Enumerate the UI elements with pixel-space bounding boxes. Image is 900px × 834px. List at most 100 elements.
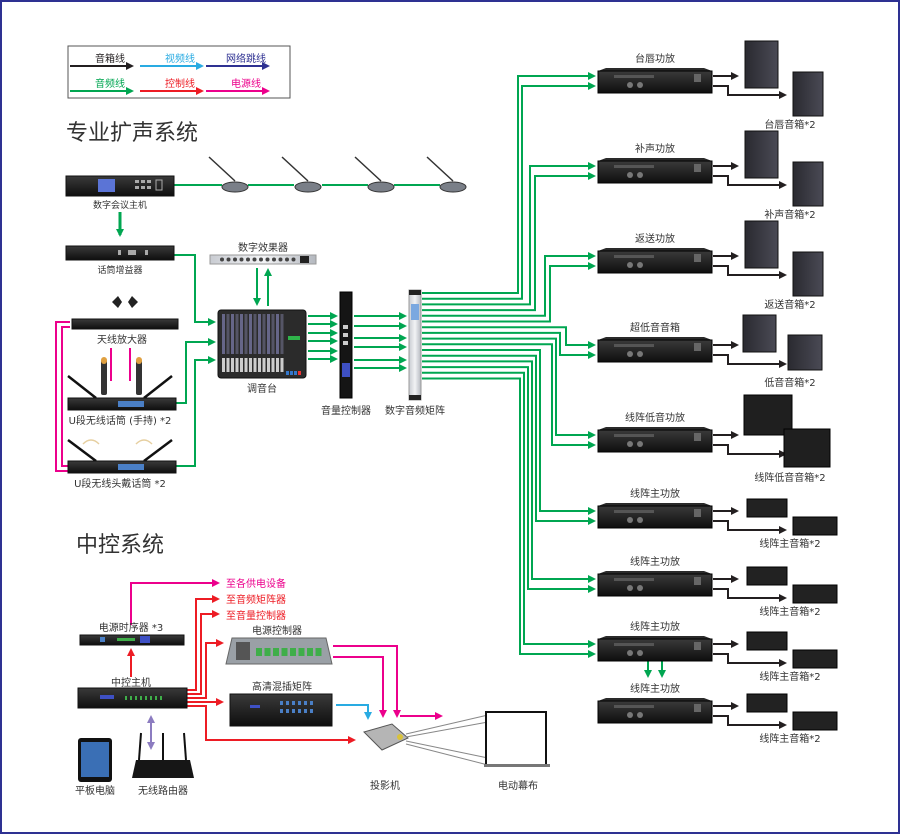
channel-strip <box>276 314 279 354</box>
amplifier-label: 补声功放 <box>635 142 675 155</box>
channel-strip <box>244 314 248 354</box>
wireless-headset-label: U段无线头戴话筒 *2 <box>74 477 166 490</box>
led <box>150 696 152 700</box>
channel-strip <box>240 314 243 354</box>
power-amplifier <box>597 571 713 597</box>
speaker-line <box>713 444 787 458</box>
audio-line <box>176 338 216 404</box>
control-section-title: 中控系统 <box>76 533 164 558</box>
speaker <box>792 161 824 207</box>
speaker-pair <box>746 693 838 731</box>
fader <box>276 358 279 372</box>
mixer-button <box>294 371 297 375</box>
audio-matrix-label: 数字音频矩阵 <box>385 404 445 417</box>
fader <box>267 358 270 372</box>
terminal <box>273 648 279 656</box>
matrix-button <box>310 701 313 705</box>
legend-label: 控制线 <box>165 77 195 90</box>
mixer-button <box>290 371 293 375</box>
speaker <box>746 631 788 651</box>
power-amplifier <box>597 158 713 184</box>
matrix-button <box>310 709 313 713</box>
speaker-label: 线阵主音箱*2 <box>759 732 820 745</box>
power-line <box>55 321 70 472</box>
channel-strip <box>280 314 284 354</box>
audio-line <box>422 72 596 294</box>
screen-label: 电动幕布 <box>498 779 538 792</box>
volume-controller-label: 音量控制器 <box>321 404 371 417</box>
hd-matrix-label: 高清混插矩阵 <box>252 680 312 693</box>
audio-matrix <box>408 289 422 401</box>
fader <box>244 358 248 372</box>
speaker-label: 线阵主音箱*2 <box>759 605 820 618</box>
effects-processor <box>209 254 317 265</box>
speaker <box>744 130 779 179</box>
speaker-pair <box>744 130 824 207</box>
terminal <box>315 648 322 656</box>
power-amplifier <box>597 503 713 529</box>
matrix-button <box>304 701 307 705</box>
audio-line <box>422 82 596 300</box>
speaker <box>792 711 838 731</box>
fader <box>240 358 243 372</box>
speaker <box>744 40 779 89</box>
led <box>130 696 132 700</box>
mixer-display <box>288 336 300 340</box>
control-wiring <box>127 579 441 750</box>
speaker-label: 返送音箱*2 <box>764 298 815 311</box>
antenna-amplifier <box>71 296 179 330</box>
knob <box>226 257 231 262</box>
matrix-button <box>286 709 289 713</box>
knob <box>239 257 244 262</box>
mixer-button <box>286 371 289 375</box>
speaker <box>746 498 788 518</box>
amplifier-label: 返送功放 <box>635 232 675 245</box>
speaker <box>792 251 824 297</box>
central-host <box>77 687 188 709</box>
legend-label: 视频线 <box>165 52 195 65</box>
hd-matrix <box>229 693 333 727</box>
to-volume-controller-label: 至音量控制器 <box>226 609 286 622</box>
conference-microphone <box>354 156 395 193</box>
matrix-button <box>292 701 295 705</box>
channel-strip <box>222 314 225 354</box>
conference-microphone <box>281 156 322 193</box>
led <box>160 696 162 700</box>
audio-line <box>176 356 216 467</box>
audio-line <box>422 366 596 593</box>
speaker-label: 补声音箱*2 <box>764 208 815 221</box>
speaker-line <box>713 354 787 368</box>
speaker-line <box>713 175 787 189</box>
projector <box>363 714 489 766</box>
legend-label: 音箱线 <box>95 52 125 65</box>
matrix-button <box>280 709 283 713</box>
terminal <box>290 648 296 656</box>
legend-box <box>67 45 291 99</box>
audio-line <box>422 354 596 525</box>
speaker-pair <box>746 498 838 536</box>
speaker-label: 线阵低音音箱*2 <box>754 471 825 484</box>
speaker-pair <box>746 566 838 604</box>
to-audio-matrix-label: 至音频矩阵器 <box>226 593 286 606</box>
conference-host <box>65 175 175 197</box>
wireless-handheld-label: U段无线话筒 (手持) *2 <box>69 414 172 427</box>
fader <box>253 358 257 372</box>
speaker-line <box>713 588 787 602</box>
wireless-headset-receiver <box>67 439 177 474</box>
power-line <box>396 646 441 716</box>
channel-strip <box>262 314 266 354</box>
matrix-button <box>286 701 289 705</box>
control-line <box>187 610 220 695</box>
power-line <box>61 326 70 467</box>
fader <box>271 358 275 372</box>
audio-line <box>422 162 596 306</box>
channel-strip <box>271 314 275 354</box>
control-line <box>187 595 220 691</box>
to-power-devices-label: 至各供电设备 <box>226 577 286 590</box>
speaker <box>744 220 779 269</box>
channel-strip <box>231 314 234 354</box>
speaker <box>743 394 793 436</box>
audio-line <box>422 326 596 349</box>
amplifier-label: 线阵主功放 <box>630 620 680 633</box>
